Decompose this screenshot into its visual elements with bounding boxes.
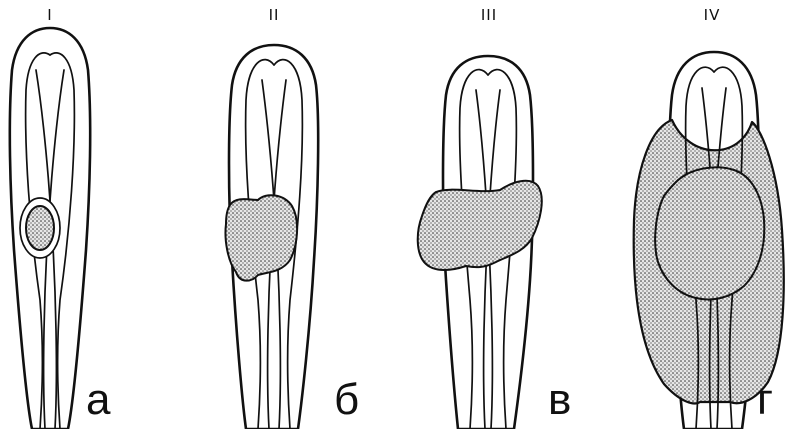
tumor-mass-d — [655, 167, 764, 299]
panel-letter-b: б — [334, 378, 359, 422]
panel-d-stage-4 — [634, 52, 784, 429]
panel-letter-d: г — [757, 378, 773, 422]
stage-label-1: I — [47, 6, 52, 24]
panel-b-stage-2 — [225, 45, 318, 429]
panel-letter-c: в — [548, 378, 571, 422]
stage-label-3: III — [481, 6, 497, 24]
panel-a-stage-1 — [10, 28, 90, 429]
panel-letter-a: а — [86, 378, 110, 422]
stage-label-4: IV — [704, 6, 721, 24]
panel-c-stage-3 — [418, 56, 542, 429]
tumor-mass-a — [26, 206, 54, 250]
stage-label-2: II — [269, 6, 280, 24]
